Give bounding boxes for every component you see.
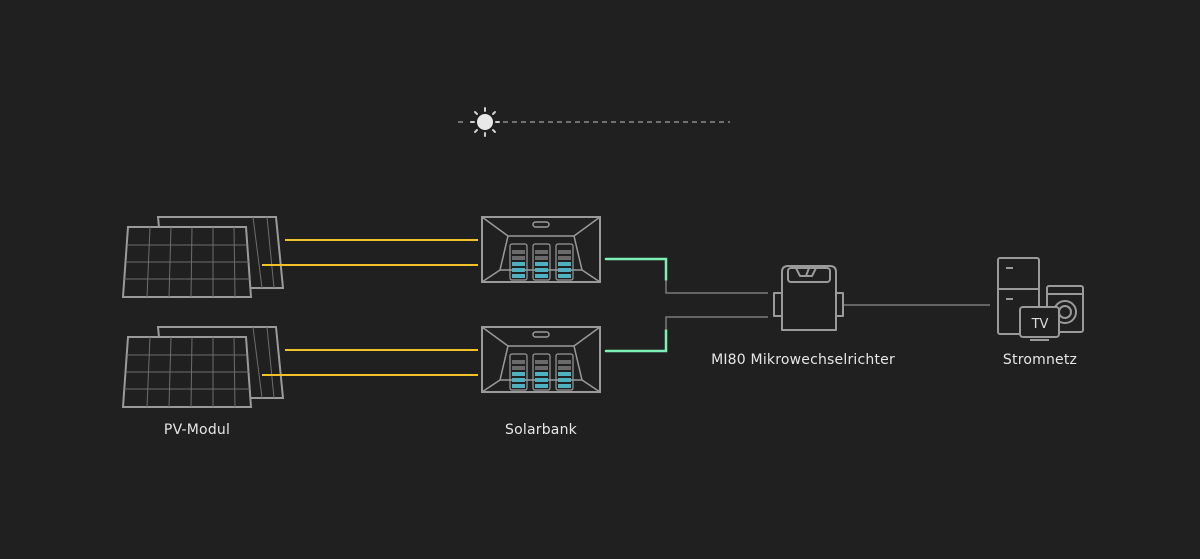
ac-lines <box>665 280 990 330</box>
solarbank-icon <box>481 216 601 283</box>
solarbank-icon <box>481 326 601 393</box>
inverter-icon <box>773 265 844 331</box>
dc-lines <box>262 239 478 376</box>
fridge-icon <box>997 257 1040 335</box>
battery-cells <box>509 353 574 391</box>
inverter-label: MI80 Mikrowechselrichter <box>711 352 895 368</box>
battery-cells <box>509 243 574 281</box>
tv-icon: TV <box>1019 306 1060 341</box>
storage-output-lines <box>604 257 668 353</box>
sun-icon <box>470 107 500 137</box>
grid-label: Stromnetz <box>1002 352 1078 368</box>
solar-panel-icon <box>121 216 285 298</box>
tv-label: TV <box>1031 317 1049 332</box>
solarbank-label: Solarbank <box>505 422 577 438</box>
pv-module-label: PV-Modul <box>163 422 231 438</box>
solar-panel-icon <box>121 326 285 408</box>
